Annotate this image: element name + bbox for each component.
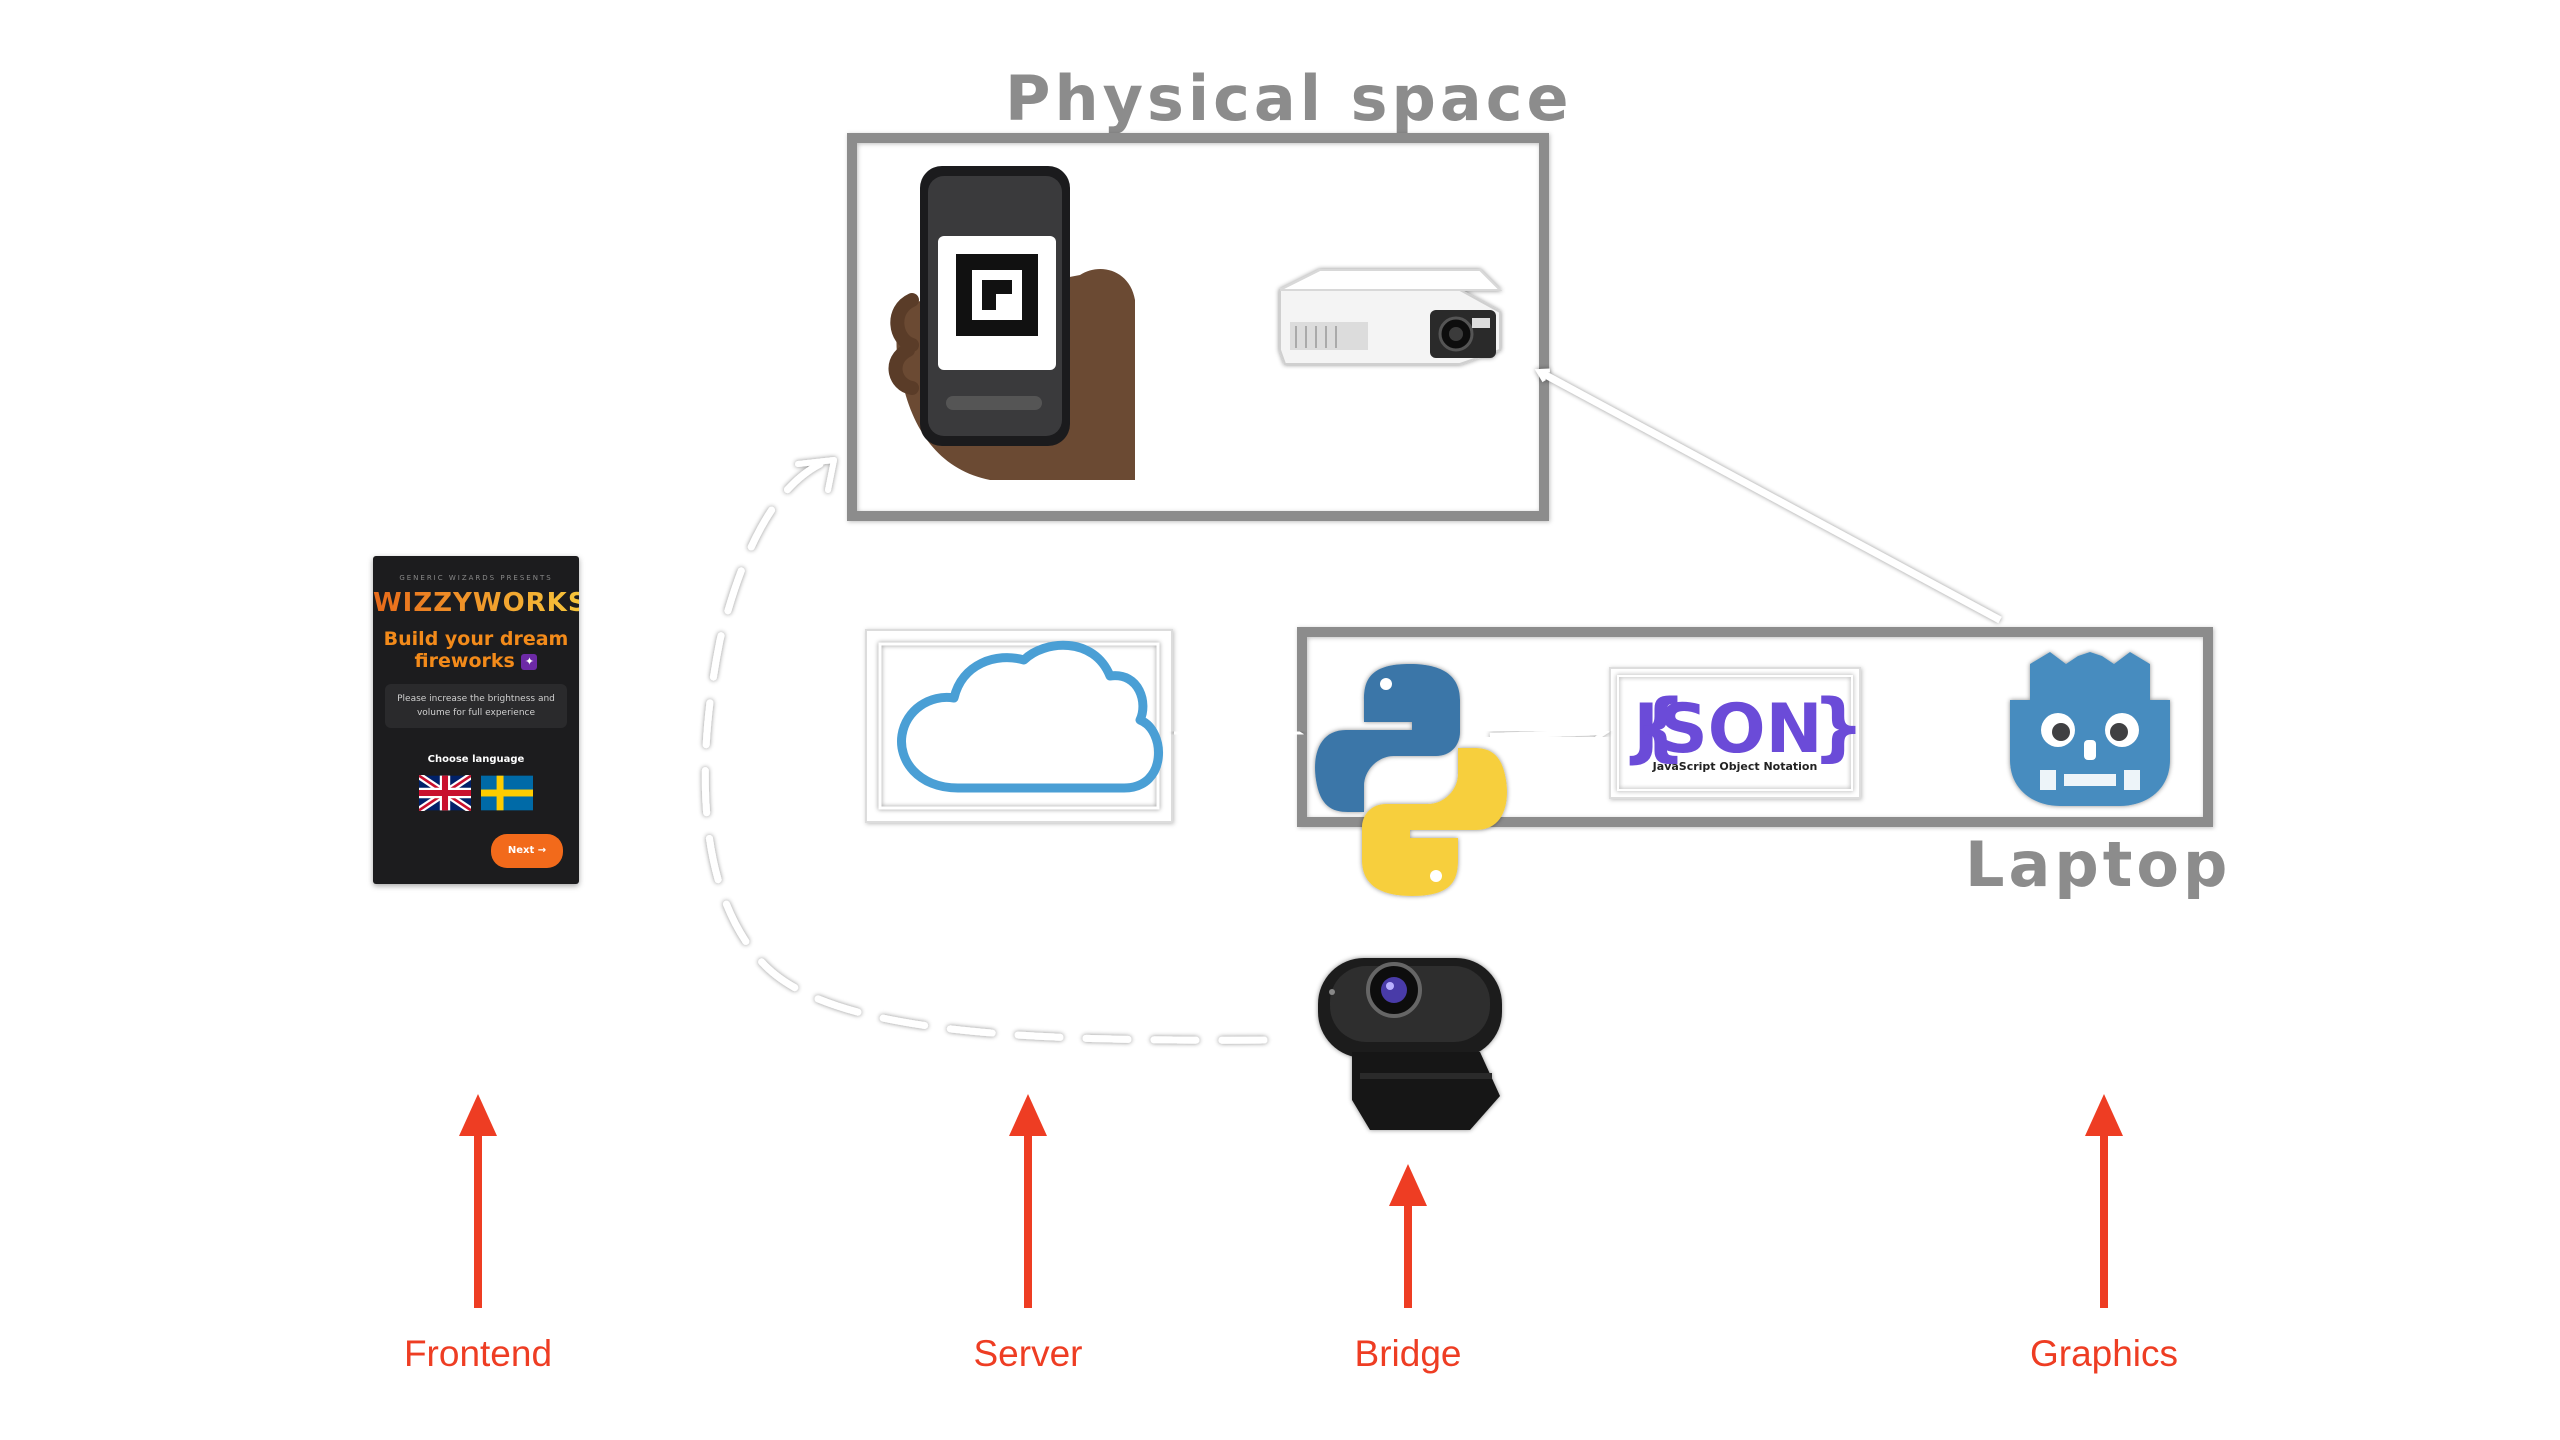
camera-to-phone-dashed-path <box>701 457 1268 1044</box>
physical-space-title: Physical space <box>1005 62 1573 135</box>
python-to-json-arrow <box>1489 724 1610 740</box>
bridge-red-arrow <box>1389 1164 1427 1308</box>
physical-space-box <box>847 133 1549 521</box>
presenter-text: GENERIC WIZARDS PRESENTS <box>399 574 553 582</box>
bridge-label: Bridge <box>1354 1333 1462 1374</box>
frontend-app-screenshot: GENERIC WIZARDS PRESENTS WIZZYWORKS Buil… <box>373 556 588 884</box>
server-to-python-arrow <box>1173 726 1304 742</box>
webcam-image <box>1318 958 1502 1130</box>
cloud-icon <box>897 640 1163 793</box>
server-red-arrow <box>1009 1094 1047 1308</box>
app-headline-2-row: fireworks ✦ <box>373 650 579 672</box>
frontend-label: Frontend <box>403 1333 553 1374</box>
app-brand: WIZZYWORKS <box>373 588 588 618</box>
svg-text:{: { <box>1634 684 1687 770</box>
notice-line-2: volume for full experience <box>416 708 536 718</box>
notice-box: Please increase the brightness and volum… <box>385 684 567 728</box>
laptop-title: Laptop <box>1965 828 2232 901</box>
notice-line-1: Please increase the brightness and <box>397 694 555 704</box>
json-box <box>1609 667 1861 799</box>
json-logo-subtitle: JavaScript Object Notation <box>1652 760 1818 773</box>
laptop-to-projector-arrow <box>1534 368 2002 624</box>
sparkle-icon: ✦ <box>521 653 538 670</box>
uk-flag-icon[interactable] <box>419 775 471 811</box>
graphics-label: Graphics <box>2029 1333 2179 1374</box>
choose-language-label: Choose language <box>427 754 525 765</box>
language-flags <box>373 775 579 811</box>
svg-text:}: } <box>1812 684 1865 770</box>
app-headline-2: fireworks <box>414 650 515 672</box>
projector-image <box>1279 269 1503 365</box>
app-headline-1: Build your dream <box>383 628 569 650</box>
server-label: Server <box>973 1333 1083 1374</box>
godot-icon <box>2010 652 2170 806</box>
frontend-red-arrow <box>459 1094 497 1308</box>
json-logo: JSON { } JavaScript Object Notation <box>1630 684 1865 773</box>
python-icon <box>1315 664 1507 896</box>
phone-in-hand-image <box>888 166 1135 480</box>
json-logo-text: JSON <box>1630 690 1823 769</box>
sweden-flag-icon[interactable] <box>481 775 533 811</box>
next-button[interactable]: Next → <box>491 834 563 868</box>
graphics-red-arrow <box>2085 1094 2123 1308</box>
